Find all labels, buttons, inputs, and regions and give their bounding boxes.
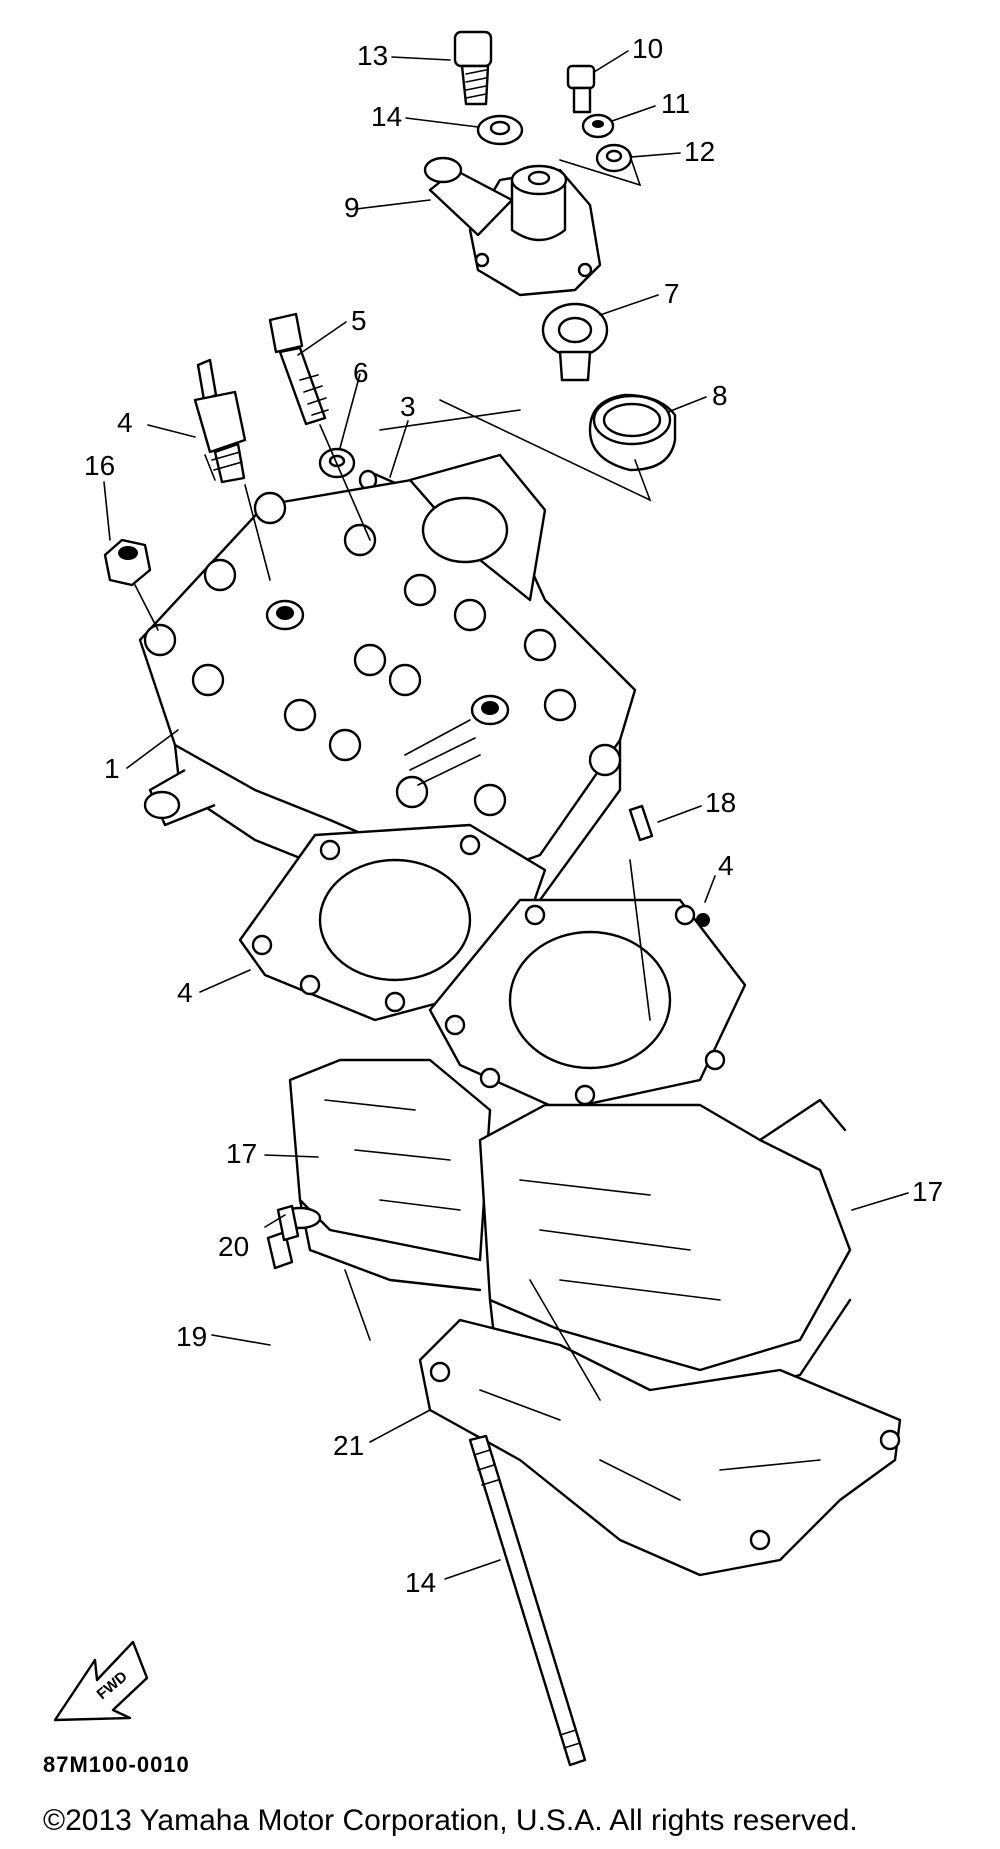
washer-part-14 <box>476 114 524 146</box>
callout-5: 5 <box>351 305 367 336</box>
callout-8: 8 <box>712 380 728 411</box>
assembly-guide-lines <box>134 399 652 1401</box>
callout-3: 4 <box>117 407 133 438</box>
callout-4-left: 4 <box>177 977 193 1008</box>
callout-10: 10 <box>632 33 663 64</box>
bolt-part-13 <box>453 30 493 106</box>
bolt-part-10 <box>566 64 596 114</box>
thermostat-part-7 <box>541 302 609 382</box>
callout-21: 21 <box>333 1430 364 1461</box>
callout-18: 18 <box>705 787 736 818</box>
seal-part-8 <box>588 393 677 472</box>
cylinder-head-part-1 <box>138 453 637 932</box>
callout-4-right: 4 <box>718 850 734 881</box>
callout-9: 9 <box>344 192 360 223</box>
callout-17-right: 17 <box>912 1176 943 1207</box>
callout-19: 19 <box>176 1321 207 1352</box>
bolt-part-19 <box>266 1204 300 1270</box>
base-gasket-part-21 <box>418 1318 902 1577</box>
callout-17-left: 17 <box>226 1138 257 1169</box>
callout-16: 16 <box>84 450 115 481</box>
lock-washer-part-11 <box>581 113 615 139</box>
callout-15: 14 <box>405 1567 436 1598</box>
head-gasket-part-4-right <box>428 898 747 1112</box>
callout-12: 12 <box>684 136 715 167</box>
sender-part-3 <box>193 358 247 484</box>
callout-13: 13 <box>357 40 388 71</box>
callout-6: 6 <box>353 357 369 388</box>
callout-7: 7 <box>664 278 680 309</box>
forward-arrow-icon: FWD <box>53 1640 149 1722</box>
callout-14: 14 <box>371 101 402 132</box>
washer-part-12 <box>595 143 633 173</box>
stud-bolt-part-15 <box>468 1434 587 1767</box>
leader-lines <box>103 50 909 1580</box>
callout-20: 20 <box>218 1231 249 1262</box>
cylinder-part-17-left <box>288 1058 492 1292</box>
callout-2: 3 <box>400 391 416 422</box>
bolt-part-5 <box>268 312 329 426</box>
thermostat-cover-part-9 <box>423 149 642 297</box>
diagram-code: 87M100-0010 <box>43 1752 190 1777</box>
callout-11: 11 <box>661 88 690 119</box>
callout-1: 1 <box>104 753 120 784</box>
callout-labels: 13 14 9 10 11 12 7 8 5 6 3 4 16 1 18 4 4… <box>84 33 943 1598</box>
dowel-pin-part-18 <box>628 804 654 842</box>
nut-part-16 <box>103 538 152 587</box>
copyright-notice: ©2013 Yamaha Motor Corporation, U.S.A. A… <box>43 1804 858 1837</box>
